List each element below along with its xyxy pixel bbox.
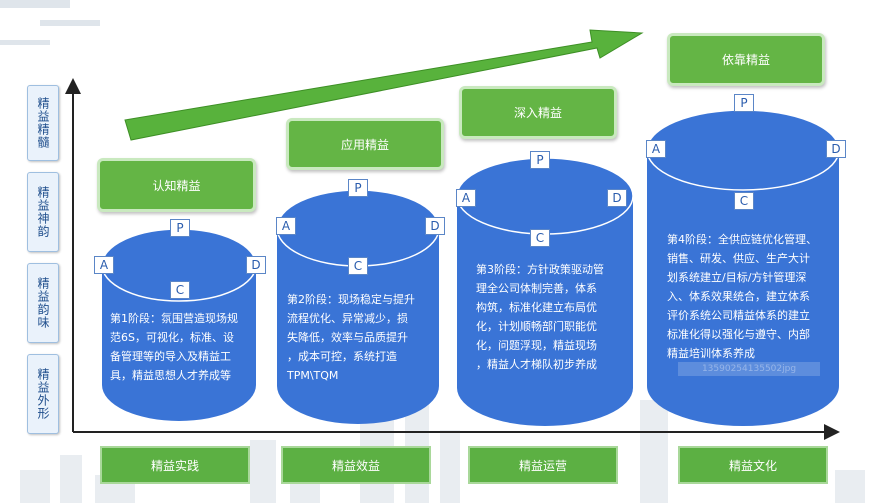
stage-4-title: 依靠精益 [667, 33, 825, 86]
side-label-flavor: 精益韵味 [27, 263, 59, 343]
stage-2-cylinder [276, 189, 440, 424]
side-label-spirit: 精益神韵 [27, 172, 59, 252]
stage-2-description: 第2阶段：现场稳定与提升 流程优化、异常减少，损 失降低，效率与品质提升 ，成本… [287, 293, 415, 382]
growth-arrow [124, 29, 644, 141]
stage-3-title: 深入精益 [459, 86, 617, 139]
stage-4-description: 第4阶段：全供应链优化管理、 销售、研发、供应、生产大计 划系统建立/目标/方针… [667, 233, 817, 360]
stage-3-description: 第3阶段：方针政策驱动管 理全公司体制完善，体系 构筑，标准化建立布局优 化，计… [476, 263, 604, 371]
stage-1-pdca-p: P [170, 219, 190, 237]
stage-3-pdca-a: A [456, 189, 476, 207]
bottom-label-practice: 精益实践 [100, 446, 250, 484]
stage-4-pdca-a: A [646, 140, 666, 158]
side-label-form: 精益外形 [27, 354, 59, 434]
stage-1-pdca-a: A [94, 256, 114, 274]
stage-2-pdca-p: P [348, 179, 368, 197]
stage-3-pdca-c: C [530, 229, 550, 247]
stage-3-pdca-p: P [530, 151, 550, 169]
stage-4-pdca-d: D [826, 140, 846, 158]
stage-1-description: 第1阶段：氛围营造现场规 范6S，可视化，标准、设 备管理等的导入及精益工 具，… [110, 312, 238, 382]
stage-2-pdca-c: C [348, 257, 368, 275]
stage-4-pdca-p: P [734, 94, 754, 112]
stage-1-title: 认知精益 [97, 158, 256, 212]
bottom-label-benefit: 精益效益 [281, 446, 431, 484]
stage-2-pdca-a: A [276, 217, 296, 235]
bottom-label-operation: 精益运营 [468, 446, 618, 484]
stage-2-pdca-d: D [425, 217, 445, 235]
stage-4-pdca-c: C [734, 192, 754, 210]
stage-1-pdca-c: C [170, 281, 190, 299]
side-label-essence: 精益精髓 [27, 85, 59, 161]
bottom-label-culture: 精益文化 [678, 446, 828, 484]
watermark-stamp: 13590254135502jpg [678, 362, 820, 376]
stage-3-pdca-d: D [607, 189, 627, 207]
stage-2-title: 应用精益 [286, 118, 444, 170]
stage-1-pdca-d: D [246, 256, 266, 274]
